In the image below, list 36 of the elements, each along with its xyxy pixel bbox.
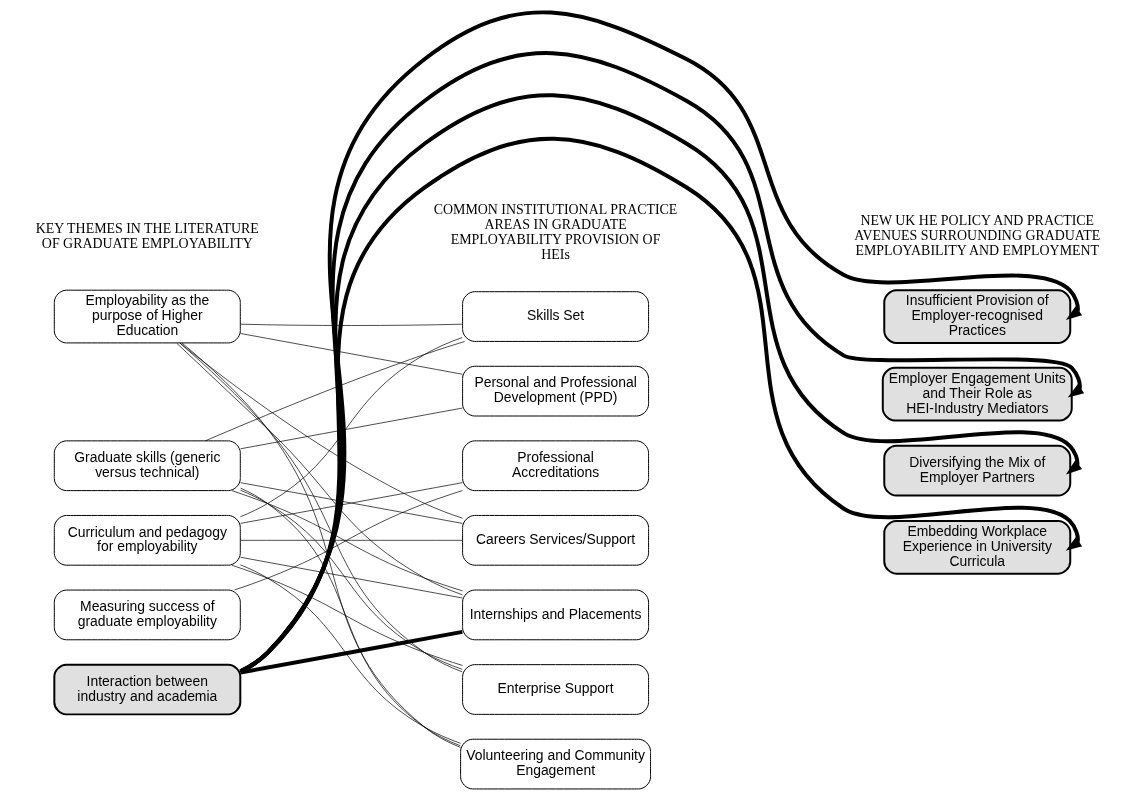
connector: [204, 341, 465, 442]
node-box: Employability as the purpose of Higher Education: [53, 289, 241, 344]
node-box: Interaction between industry and academia: [52, 663, 241, 716]
connector: [181, 342, 461, 748]
connector: [239, 489, 463, 670]
connector: [239, 323, 463, 326]
node-box: Enterprise Support: [461, 664, 649, 715]
connector: [175, 342, 463, 596]
node-box: Personal and Professional Development (PPD): [461, 365, 649, 417]
connector: [239, 540, 463, 541]
node-box: Insufficient Provision of Employer-recognised Practices: [882, 289, 1071, 344]
node-box: Curriculum and pedagogy for employability: [53, 514, 241, 566]
connector: [239, 407, 463, 450]
connector: [239, 629, 463, 675]
connector: [239, 333, 463, 375]
label: KEY THEMES IN THE LITERATURE OF GRADUATE EMPLOYABILITY: [35, 221, 259, 252]
connector: [239, 487, 461, 747]
connector: [239, 564, 461, 744]
node-box: Employer Engagement Units and Their Role as HEI-Industry Mediators: [881, 366, 1073, 422]
node-box: Embedding Workplace Experience in University Curricula: [882, 519, 1071, 575]
node-box: Careers Services/Support: [461, 514, 649, 566]
node-box: Graduate skills (generic versus technical): [53, 440, 241, 492]
connector: [231, 564, 463, 666]
connector: [239, 482, 463, 524]
node-box: Diversifying the Mix of Employer Partners: [882, 444, 1071, 497]
node-box: Professional Accreditations: [461, 440, 649, 492]
label: NEW UK HE POLICY AND PRACTICE AVENUES SURROUNDING GRADUATE EMPLOYABILITY AND EMPLOYMENT: [853, 212, 1100, 258]
connector: [179, 342, 463, 673]
node-box: Measuring success of graduate employability: [53, 589, 241, 641]
connector: [239, 337, 463, 518]
connector: [239, 556, 463, 599]
node-box: Internships and Placements: [461, 589, 649, 641]
connector: [179, 342, 463, 519]
node-box: Volunteering and Community Engagement: [459, 738, 651, 790]
node-box: Skills Set: [461, 291, 649, 342]
label: COMMON INSTITUTIONAL PRACTICE AREAS IN GRADUATE EMPLOYABILITY PROVISION OF HEIs: [433, 202, 677, 263]
